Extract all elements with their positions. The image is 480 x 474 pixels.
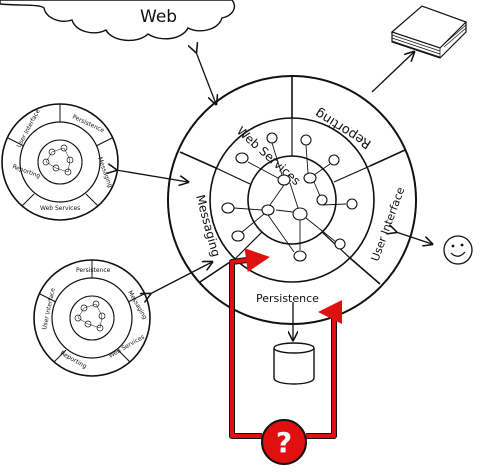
segment-persistence-label: Persistence	[256, 292, 319, 305]
small-top-web-services: Web Services	[40, 205, 80, 212]
component-links	[233, 142, 347, 253]
connector-arrows	[116, 52, 432, 294]
user-smiley-icon	[443, 235, 473, 265]
small-app-top: Persistence Messaging Reporting Web Serv…	[1, 103, 119, 221]
question-mark-symbol: ?	[276, 426, 292, 459]
database-icon	[273, 342, 315, 385]
question-flow-arrows	[229, 248, 342, 439]
question-mark-icon: ?	[261, 419, 307, 465]
small-bottom-persistence: Persistence	[76, 267, 111, 274]
main-application-wheel: Web Services Reporting Messaging User In…	[167, 75, 417, 325]
report-papers-icon	[390, 5, 468, 59]
web-cloud: Web	[0, 0, 236, 41]
web-label: Web	[140, 7, 177, 27]
small-app-bottom: Persistence Messaging Reporting Web Serv…	[33, 259, 151, 377]
